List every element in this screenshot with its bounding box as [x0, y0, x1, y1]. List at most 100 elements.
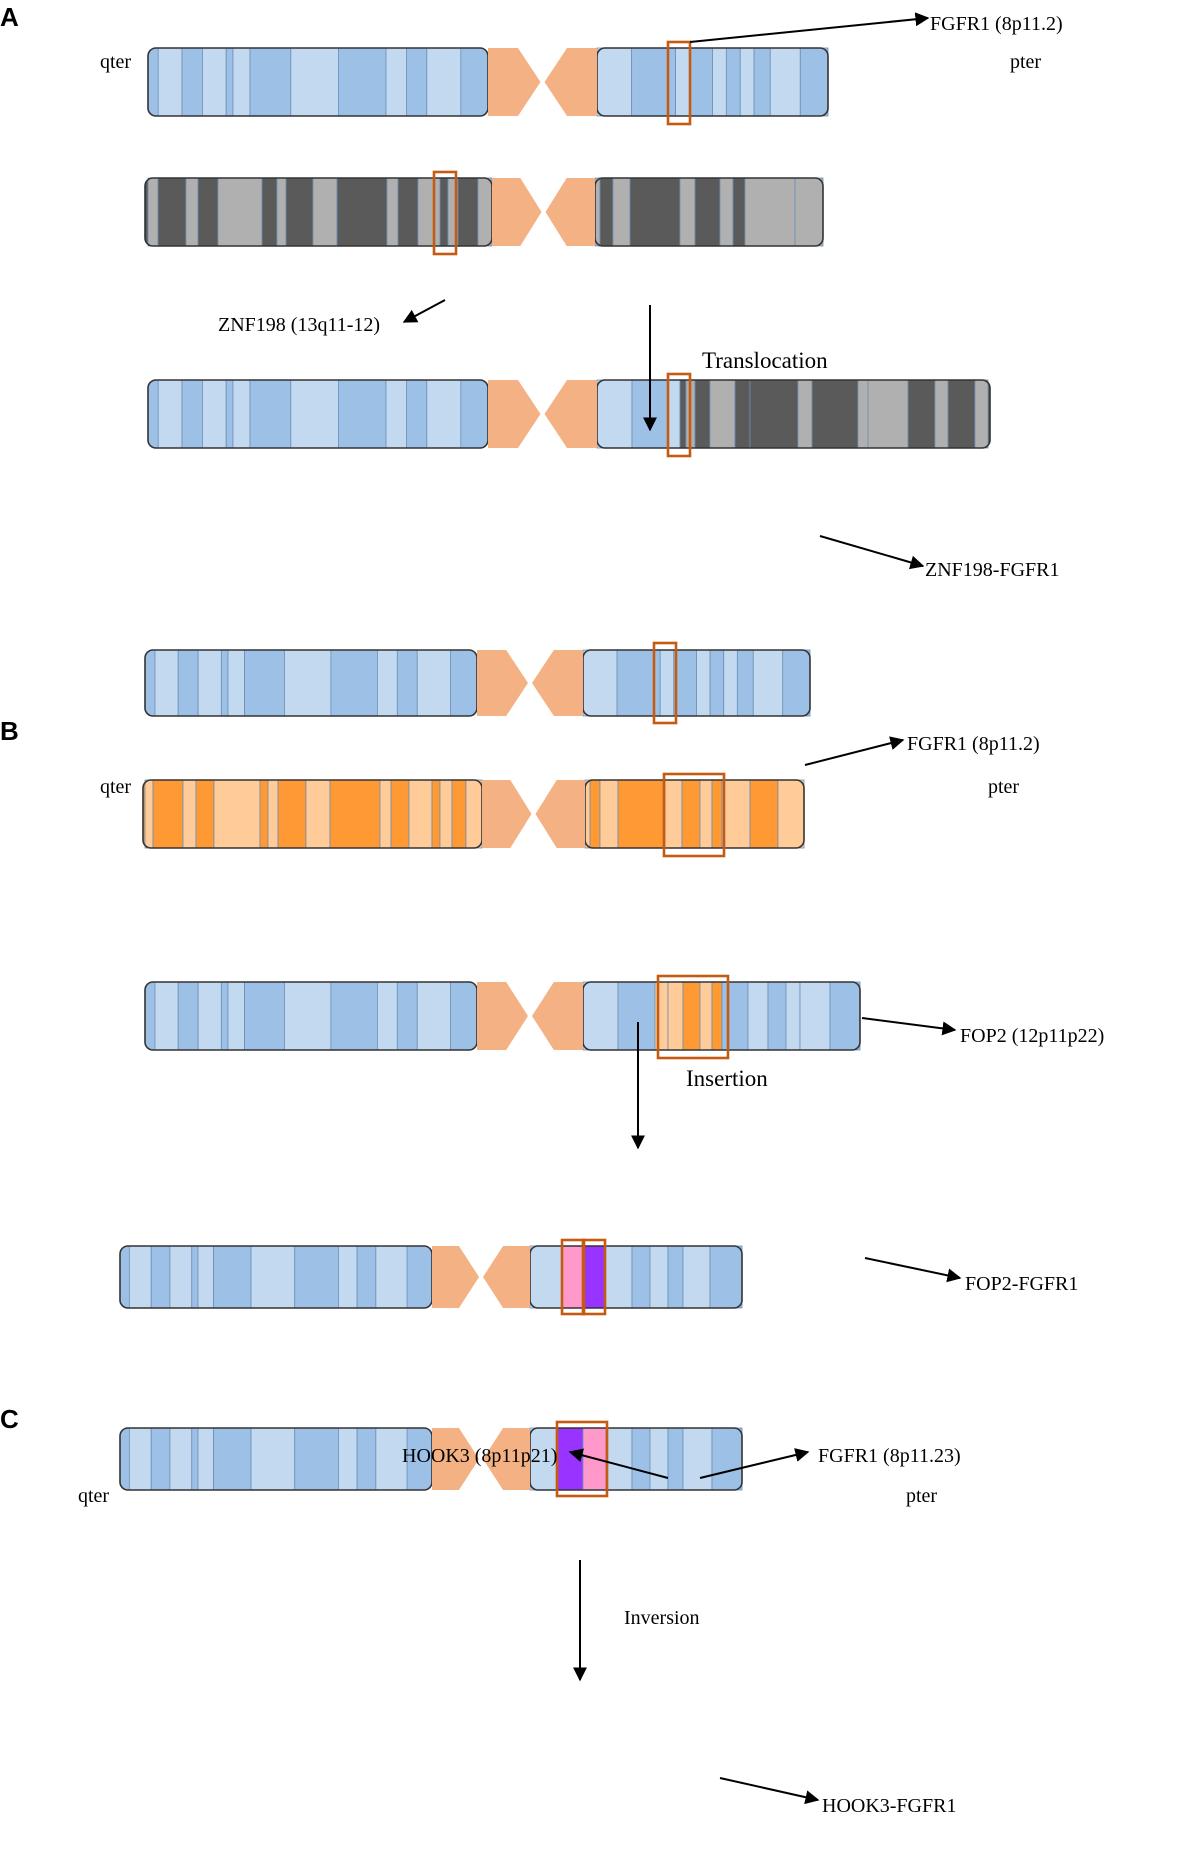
- centromere-body-right: [544, 48, 597, 116]
- band: [721, 779, 751, 849]
- band: [416, 649, 451, 717]
- band: [225, 379, 234, 449]
- band: [249, 47, 292, 117]
- band: [617, 779, 666, 849]
- band: [682, 981, 701, 1051]
- band: [330, 981, 378, 1051]
- band: [477, 177, 493, 247]
- band: [749, 779, 779, 849]
- band: [405, 379, 428, 449]
- centromere-body-left: [432, 1428, 479, 1490]
- band: [679, 379, 687, 449]
- band: [249, 379, 292, 449]
- band: [201, 47, 227, 117]
- centromere-body-right: [544, 380, 597, 448]
- band: [267, 779, 279, 849]
- band: [385, 379, 407, 449]
- band: [785, 981, 801, 1051]
- chromosome-b3: [144, 981, 861, 1051]
- band: [667, 981, 684, 1051]
- band: [529, 1245, 563, 1309]
- band: [709, 1245, 743, 1309]
- centromere-body-left: [477, 650, 528, 716]
- band: [375, 1245, 408, 1309]
- band: [699, 981, 713, 1051]
- fusion-box-b3: [656, 974, 730, 1060]
- chromosome-b1: [144, 649, 811, 717]
- panel-letter-b: B: [0, 716, 19, 746]
- band: [181, 379, 203, 449]
- band: [386, 177, 399, 247]
- chromosome-c1-q-arm: [119, 1245, 433, 1309]
- band: [599, 177, 614, 247]
- band: [337, 47, 387, 117]
- band: [696, 649, 711, 717]
- band: [617, 981, 656, 1051]
- arrow-fop2-b: [861, 1017, 957, 1036]
- gene-label-znf198-a: ZNF198 (13q11-12): [218, 314, 380, 336]
- band: [337, 379, 387, 449]
- centromere-body-left: [477, 982, 528, 1050]
- band: [177, 981, 199, 1051]
- chromosome-b1-p-arm: [582, 649, 811, 717]
- fgfr1-box-b1: [652, 641, 678, 725]
- band: [416, 981, 451, 1051]
- band: [934, 379, 949, 449]
- band: [732, 177, 746, 247]
- qter-label-a: qter: [100, 51, 131, 73]
- band: [284, 649, 332, 717]
- fgfr1-box-c1: [581, 1238, 607, 1316]
- band: [128, 1427, 152, 1491]
- band: [376, 981, 398, 1051]
- arrow-fgfr1-b: [804, 736, 905, 766]
- band: [330, 649, 378, 717]
- centromere-body-right: [532, 982, 583, 1050]
- centromere-body-left: [488, 380, 541, 448]
- band: [777, 779, 805, 849]
- gene-label-fgfr1-c: FGFR1 (8p11.23): [818, 1445, 961, 1467]
- band: [631, 1427, 651, 1491]
- pter-label-a: pter: [1010, 51, 1041, 73]
- chromosome-b1-q-arm: [144, 649, 478, 717]
- band: [217, 177, 263, 247]
- panel-letter-a: A: [0, 2, 19, 32]
- band: [150, 1427, 171, 1491]
- band: [336, 177, 388, 247]
- centromere-body-right: [483, 1428, 530, 1490]
- band: [682, 1245, 711, 1309]
- band: [259, 779, 269, 849]
- band: [337, 1427, 358, 1491]
- centromere-body-left: [488, 48, 541, 116]
- band: [711, 981, 723, 1051]
- fusion-label-b: FOP2-FGFR1: [965, 1273, 1078, 1295]
- band: [867, 379, 909, 449]
- band: [213, 1427, 252, 1491]
- chromosome-b2-p-arm: [584, 779, 805, 849]
- band: [675, 47, 690, 117]
- band: [709, 379, 736, 449]
- centromere-body-left: [482, 780, 532, 848]
- band: [711, 779, 723, 849]
- band: [631, 1245, 651, 1309]
- band: [277, 779, 307, 849]
- centromere-body-left: [432, 1246, 479, 1308]
- band: [589, 779, 601, 849]
- band: [169, 1245, 193, 1309]
- band: [947, 379, 976, 449]
- arrow-hook3-c: [568, 1448, 669, 1479]
- band: [379, 779, 392, 849]
- band: [719, 177, 734, 247]
- band: [294, 1245, 339, 1309]
- band: [397, 177, 419, 247]
- band: [169, 1427, 193, 1491]
- band: [582, 649, 618, 717]
- chromosome-a1-p-arm: [596, 47, 829, 117]
- event-label-insertion: Insertion: [686, 1066, 768, 1091]
- band: [356, 1245, 377, 1309]
- band: [767, 981, 787, 1051]
- band: [157, 177, 187, 247]
- band: [725, 47, 741, 117]
- band: [811, 379, 859, 449]
- arrow-fusion-a: [819, 535, 925, 570]
- band: [426, 47, 462, 117]
